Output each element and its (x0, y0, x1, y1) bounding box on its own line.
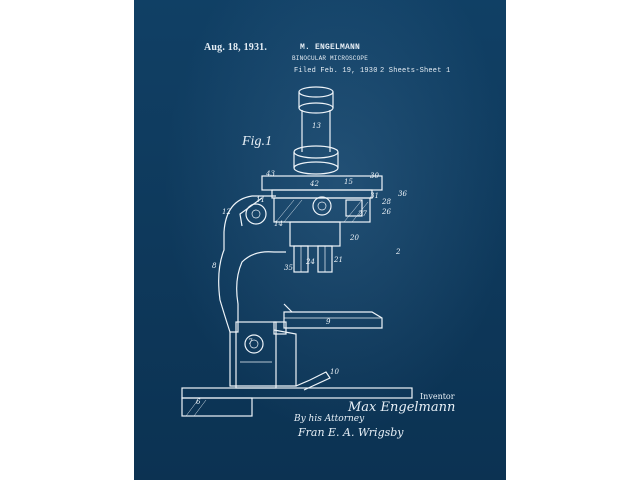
reference-numeral-8: 8 (212, 262, 217, 270)
reference-numeral-6: 6 (196, 398, 201, 406)
reference-numeral-20: 20 (349, 234, 359, 242)
patent-filed-date: Filed Feb. 19, 1930 (294, 67, 378, 75)
reference-numeral-31: 31 (370, 192, 379, 200)
reference-numeral-35: 35 (284, 264, 293, 272)
reference-numeral-24: 24 (305, 258, 315, 266)
microscope-arm (218, 195, 286, 333)
reference-numeral-7: 7 (248, 338, 253, 346)
patent-inventor-header: M. ENGELMANN (300, 43, 361, 52)
reference-numeral-9: 9 (326, 318, 331, 326)
attorney-signature: Fran E. A. Wrigsby (298, 426, 404, 439)
patent-sheet-count: 2 Sheets-Sheet 1 (380, 67, 451, 75)
eyepiece (298, 86, 334, 114)
reference-numeral-2: 2 (395, 248, 401, 256)
patent-blueprint-poster: Aug. 18, 1931. M. ENGELMANN BINOCULAR MI… (134, 0, 506, 480)
figure-label: Fig.1 (242, 134, 272, 149)
patent-date: Aug. 18, 1931. (204, 42, 268, 53)
pillar-and-base (181, 321, 413, 417)
inventor-signature: Max Engelmann (348, 400, 456, 415)
objectives (289, 221, 341, 273)
blueprint-texture (134, 0, 506, 480)
reference-numeral-13: 13 (312, 122, 321, 130)
reference-numeral-21: 21 (333, 256, 343, 264)
reference-numeral-15: 15 (344, 178, 353, 186)
reference-numeral-30: 30 (370, 172, 379, 180)
body-tube (293, 110, 339, 175)
reference-numeral-43: 43 (265, 170, 275, 178)
reference-numeral-14: 14 (274, 220, 283, 228)
reference-numeral-27: 27 (357, 210, 367, 218)
reference-numeral-28: 28 (381, 198, 391, 206)
reference-numeral-12: 12 (222, 208, 231, 216)
patent-title: BINOCULAR MICROSCOPE (292, 55, 369, 62)
reference-numeral-36: 36 (398, 190, 407, 198)
by-attorney-line: By his Attorney (294, 414, 365, 424)
reference-numeral-26: 26 (381, 208, 391, 216)
reference-numeral-42: 42 (309, 180, 319, 188)
inventor-label: Inventor (420, 392, 455, 401)
stage (273, 303, 383, 335)
reference-numeral-10: 10 (330, 368, 339, 376)
reference-numeral-11: 11 (256, 196, 265, 204)
